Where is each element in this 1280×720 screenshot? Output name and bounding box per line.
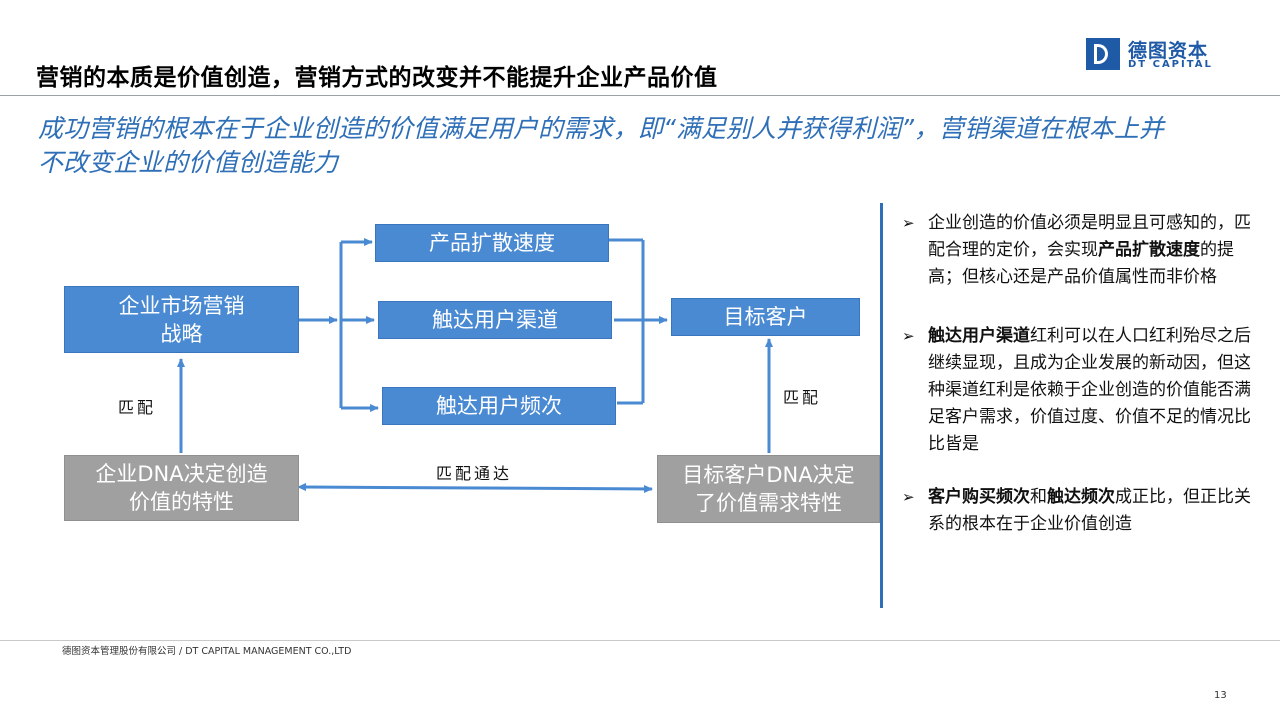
strategy-line1: 企业市场营销 bbox=[118, 293, 245, 318]
bullets-divider bbox=[880, 203, 883, 608]
bullet-arrow-icon: ➢ bbox=[902, 488, 915, 506]
channel-reach-label: 触达用户渠道 bbox=[432, 308, 558, 332]
bullet2-text-bold: 触达用户渠道 bbox=[928, 326, 1030, 346]
target-box: 目标客户 bbox=[671, 298, 860, 336]
bullet-list: ➢ 企业创造的价值必须是明显且可感知的，匹配合理的定价，会实现产品扩散速度的提高… bbox=[902, 210, 1252, 556]
strategy-box: 企业市场营销战略 bbox=[64, 286, 299, 353]
footer-company: 德图资本管理股份有限公司 / DT CAPITAL MANAGEMENT CO.… bbox=[62, 646, 352, 657]
channel-speed-box: 产品扩散速度 bbox=[375, 224, 609, 262]
bullet3-text-bold1: 客户购买频次 bbox=[928, 487, 1030, 507]
channel-reach-box: 触达用户渠道 bbox=[378, 301, 612, 339]
dna-line2: 价值的特性 bbox=[129, 490, 234, 514]
bullet1-text-bold: 产品扩散速度 bbox=[1098, 240, 1200, 260]
bullet-item-freq: ➢ 客户购买频次和触达频次成正比，但正比关系的根本在于企业价值创造 bbox=[902, 484, 1252, 538]
bullet-item-reach: ➢ 触达用户渠道红利可以在人口红利殆尽之后继续显现，且成为企业发展的新动因，但这… bbox=[902, 323, 1252, 458]
page-number: 13 bbox=[1214, 690, 1227, 701]
subtitle: 成功营销的根本在于企业创造的价值满足用户的需求，即“满足别人并获得利润”，营销渠… bbox=[38, 114, 1164, 177]
channel-freq-box: 触达用户频次 bbox=[382, 387, 616, 425]
dna-box: 企业DNA决定创造价值的特性 bbox=[64, 455, 299, 521]
bullet-arrow-icon: ➢ bbox=[902, 214, 915, 232]
bullet3-text-bold2: 触达频次 bbox=[1047, 487, 1115, 507]
channel-speed-label: 产品扩散速度 bbox=[429, 231, 555, 255]
bullet1-text-post: 的提高；但核心还是产品价值属性而非价格 bbox=[928, 240, 1234, 287]
bullet3-text-post: 成正比，但正比关系的根本在于企业价值创造 bbox=[928, 487, 1251, 534]
target-dna-box: 目标客户DNA决定了价值需求特性 bbox=[657, 455, 880, 523]
match-left-label: 匹配 bbox=[118, 398, 157, 417]
bullet-item-speed: ➢ 企业创造的价值必须是明显且可感知的，匹配合理的定价，会实现产品扩散速度的提高… bbox=[902, 210, 1252, 291]
footer-divider bbox=[0, 640, 1280, 641]
header-divider bbox=[0, 95, 1280, 96]
bullet-arrow-icon: ➢ bbox=[902, 327, 915, 345]
arrow-dna-bidirectional bbox=[297, 483, 653, 493]
match-right-label: 匹配 bbox=[783, 388, 822, 407]
target-dna-line1: 目标客户DNA决定 bbox=[682, 463, 855, 487]
logo-chinese-text: 德图资本 bbox=[1128, 40, 1209, 62]
company-logo: 德图资本 DT CAPITAL bbox=[1086, 38, 1216, 72]
page-title: 营销的本质是价值创造，营销方式的改变并不能提升企业产品价值 bbox=[36, 65, 718, 91]
match-reach-label: 匹配通达 bbox=[436, 464, 513, 483]
logo-english-text: DT CAPITAL bbox=[1128, 59, 1213, 70]
strategy-line2: 战略 bbox=[160, 321, 203, 346]
bullet3-text-mid: 和 bbox=[1030, 487, 1047, 507]
bullet2-text-post: 红利可以在人口红利殆尽之后继续显现，且成为企业发展的新动因，但这种渠道红利是依赖… bbox=[928, 326, 1251, 454]
logo-mark-icon bbox=[1086, 38, 1120, 70]
target-dna-line2: 了价值需求特性 bbox=[695, 491, 842, 515]
bullet1-text-pre: 企业创造的价值必须是明显且可感知的，匹配合理的定价，会实现 bbox=[928, 213, 1251, 260]
dna-line1: 企业DNA决定创造 bbox=[95, 462, 268, 486]
target-label: 目标客户 bbox=[723, 305, 808, 329]
channel-freq-label: 触达用户频次 bbox=[436, 394, 562, 418]
